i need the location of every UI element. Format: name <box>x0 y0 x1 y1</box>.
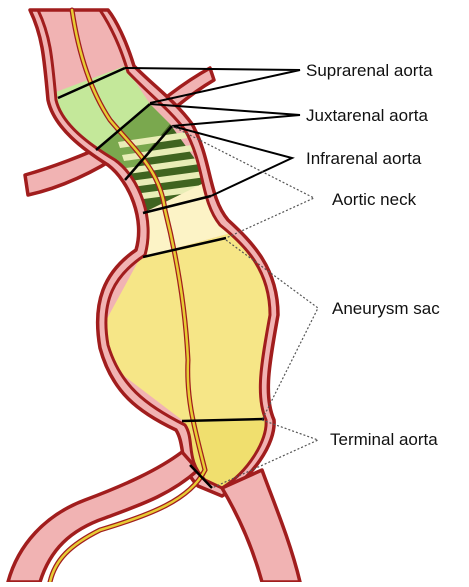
label-neck: Aortic neck <box>332 190 417 209</box>
label-terminal: Terminal aorta <box>330 430 438 449</box>
label-juxtarenal: Juxtarenal aorta <box>306 106 428 125</box>
label-sac: Aneurysm sac <box>332 299 440 318</box>
label-suprarenal: Suprarenal aorta <box>306 61 433 80</box>
left-iliac <box>8 452 198 582</box>
label-infrarenal: Infrarenal aorta <box>306 149 422 168</box>
right-iliac <box>222 470 300 582</box>
